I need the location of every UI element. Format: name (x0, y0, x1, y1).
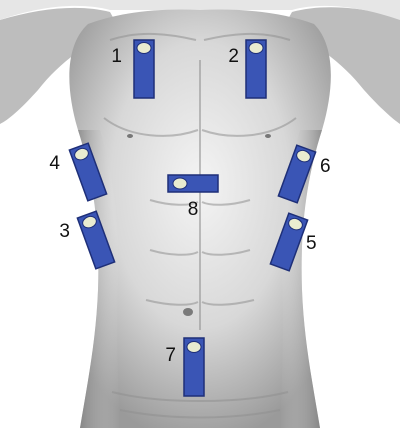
sensor-label-2: 2 (228, 46, 239, 67)
sensor-8-dot (173, 178, 187, 189)
sensor-label-4: 4 (49, 153, 60, 174)
sensor-label-1: 1 (111, 46, 122, 67)
nipple-right (265, 134, 271, 138)
sensor-label-8: 8 (188, 199, 199, 220)
sensor-1-dot (137, 43, 151, 54)
navel (183, 308, 193, 316)
sensor-label-7: 7 (165, 345, 176, 366)
sensor-label-3: 3 (59, 221, 70, 242)
sensor-label-5: 5 (306, 233, 317, 254)
sensor-2-dot (249, 43, 263, 54)
nipple-left (127, 134, 133, 138)
sensor-label-6: 6 (320, 156, 331, 177)
sensor-7-dot (187, 342, 201, 353)
